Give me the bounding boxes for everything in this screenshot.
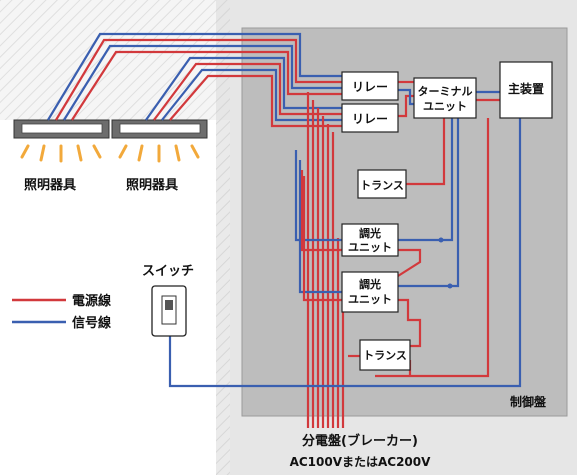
fixture-wires	[47, 32, 342, 128]
control-panel-label: 制御盤	[510, 394, 547, 409]
transformer-label-2: トランス	[363, 349, 407, 362]
terminal-unit-label-1: ターミナル	[418, 85, 473, 98]
legend-signal-label: 信号線	[72, 315, 112, 331]
dimmer-label-1b: ユニット	[348, 241, 392, 254]
lighting-fixture-2	[111, 119, 208, 163]
terminal-unit-box	[413, 77, 477, 119]
relay-label-1: リレー	[352, 80, 388, 94]
transformer-box-1	[357, 169, 407, 199]
transformer-box-2	[359, 339, 411, 371]
lighting-fixture-1	[13, 119, 110, 163]
lighting-label-2: 照明器具	[126, 178, 178, 193]
panel-wiring	[168, 80, 522, 388]
switch-label: スイッチ	[142, 264, 194, 279]
voltage-label: AC100VまたはAC200V	[290, 455, 432, 469]
legend-power-label: 電源線	[72, 293, 112, 309]
main-device-label: 主装置	[508, 81, 544, 96]
dimmer-label-2b: ユニット	[348, 293, 392, 306]
main-device-box	[499, 61, 553, 119]
bus-wires	[294, 92, 345, 428]
distribution-board-label: 分電盤(ブレーカー)	[302, 433, 418, 449]
lighting-label-1: 照明器具	[24, 178, 76, 193]
transformer-label-1: トランス	[360, 179, 404, 192]
switch-plate[interactable]	[151, 285, 187, 337]
terminal-unit-label-2: ユニット	[423, 100, 467, 113]
relay-box-2	[341, 103, 399, 133]
dimmer-label-2a: 調光	[359, 277, 381, 291]
relay-box-1	[341, 71, 399, 101]
dimmer-unit-box-2	[341, 271, 399, 313]
dimmer-label-1a: 調光	[359, 226, 381, 240]
relay-label-2: リレー	[352, 112, 388, 126]
dimmer-unit-box-1	[341, 223, 399, 257]
legend: 電源線 信号線	[12, 293, 112, 331]
